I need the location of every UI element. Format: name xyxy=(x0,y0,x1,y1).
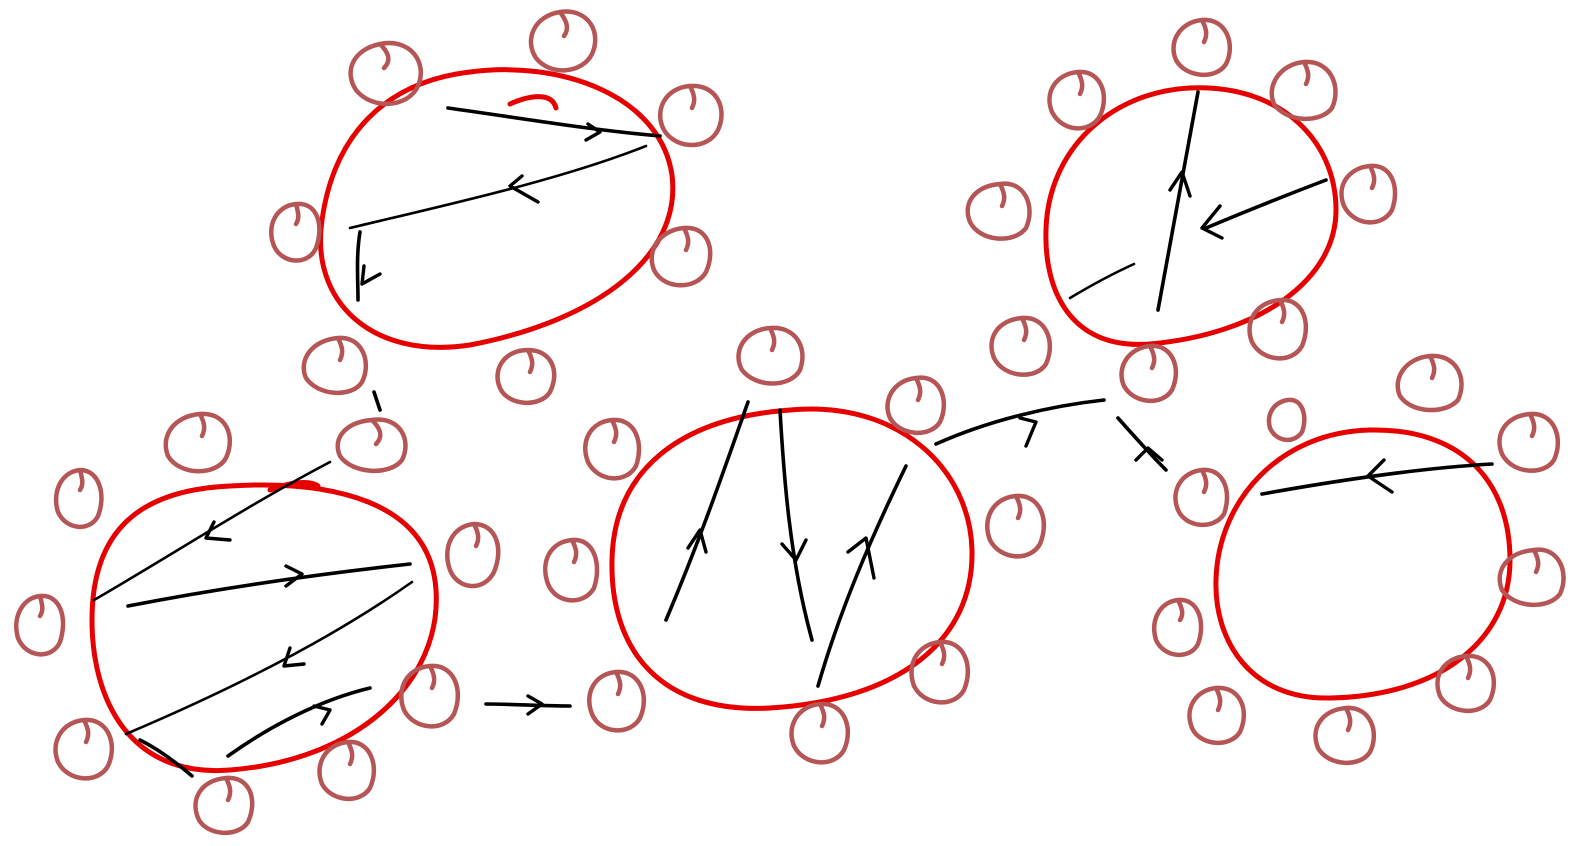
bead xyxy=(53,467,104,529)
strand xyxy=(126,562,412,608)
connector-top-left-to-bottom-left xyxy=(372,390,382,412)
region-top-right xyxy=(965,17,1398,404)
strand xyxy=(1068,262,1136,300)
region-outline-center xyxy=(609,406,975,711)
arrowhead-left xyxy=(282,646,306,668)
bead xyxy=(53,717,115,781)
arrowhead-up xyxy=(1168,170,1192,198)
strands-bottom-right xyxy=(1260,458,1494,496)
strand xyxy=(816,464,908,688)
bead xyxy=(736,325,805,386)
bead xyxy=(1269,59,1338,122)
region-outline-bottom-right xyxy=(1213,427,1513,701)
bead xyxy=(495,347,557,406)
strand xyxy=(348,144,648,230)
arrowhead-right xyxy=(526,694,544,716)
bead xyxy=(649,225,713,288)
bead xyxy=(1173,467,1230,528)
strand xyxy=(355,230,362,302)
strand xyxy=(226,686,372,758)
arrowhead-up-left xyxy=(1134,446,1164,462)
arrowhead-right xyxy=(1018,416,1038,448)
arrowhead-right xyxy=(584,122,602,142)
beads-top-right xyxy=(965,17,1398,404)
region-center xyxy=(543,325,1047,765)
bead xyxy=(885,375,947,436)
bead xyxy=(658,83,724,148)
region-bottom-right xyxy=(1152,353,1566,766)
bead xyxy=(317,739,377,802)
arrowhead-down xyxy=(780,538,808,562)
bead xyxy=(348,40,424,106)
strand xyxy=(1204,178,1328,230)
arrowhead-left xyxy=(1366,458,1394,494)
strand xyxy=(1156,90,1200,312)
region-outline-top-left xyxy=(318,67,676,350)
arrowhead-up xyxy=(846,536,876,580)
bead xyxy=(985,493,1047,559)
bead xyxy=(1119,343,1179,404)
beads-bottom-right xyxy=(1152,353,1566,766)
arrowhead-left xyxy=(1200,204,1224,240)
bead xyxy=(445,521,501,589)
arrowhead-right xyxy=(284,564,304,588)
strand xyxy=(446,106,662,138)
bead xyxy=(163,411,232,474)
bead xyxy=(269,201,322,263)
bead xyxy=(1313,705,1377,766)
arrowhead-down xyxy=(360,264,382,286)
bead xyxy=(528,9,598,73)
strands-top-left xyxy=(348,106,662,302)
strand xyxy=(484,702,572,708)
bead xyxy=(1395,353,1464,413)
strand xyxy=(1116,416,1168,472)
strand xyxy=(664,400,750,622)
bead xyxy=(193,775,255,836)
arrowhead-right xyxy=(312,704,332,726)
bead xyxy=(909,639,971,705)
bead xyxy=(1047,69,1107,131)
beads-top-left xyxy=(269,9,724,406)
connector-bottom-left-to-center xyxy=(484,694,572,716)
bead xyxy=(543,537,600,603)
bead xyxy=(1152,597,1204,657)
strands-center xyxy=(664,400,908,688)
bead xyxy=(1266,397,1307,442)
bead xyxy=(583,417,642,481)
bead xyxy=(1171,17,1233,78)
beads-center xyxy=(543,325,1047,765)
connector-bottom-right-to-top-right xyxy=(1116,416,1168,472)
strand xyxy=(934,398,1106,446)
bead xyxy=(1497,411,1561,473)
strands-bottom-left xyxy=(92,460,414,778)
bead xyxy=(1435,653,1497,714)
region-bottom-left xyxy=(14,411,501,836)
bead xyxy=(965,181,1032,241)
arrowhead-left xyxy=(204,520,232,542)
bead xyxy=(399,663,461,729)
strands-top-right xyxy=(1068,90,1328,312)
bead xyxy=(1187,685,1247,746)
bead xyxy=(1247,297,1309,361)
arrowhead-up xyxy=(686,528,708,554)
bead xyxy=(1339,163,1398,225)
strand xyxy=(138,738,194,778)
bead xyxy=(989,315,1053,377)
strand xyxy=(1260,462,1494,496)
region-top-left xyxy=(269,9,724,406)
beads-bottom-left xyxy=(14,411,501,836)
bead xyxy=(301,335,369,396)
strand xyxy=(124,580,414,736)
arrowhead-left xyxy=(508,174,540,204)
bead xyxy=(789,701,851,765)
region-outline-bottom-left xyxy=(89,480,439,774)
bead xyxy=(14,593,66,657)
bead xyxy=(1497,547,1566,608)
bead xyxy=(587,669,647,733)
strand xyxy=(778,408,814,642)
connector-center-to-top-right xyxy=(934,398,1106,448)
bead xyxy=(335,417,408,474)
